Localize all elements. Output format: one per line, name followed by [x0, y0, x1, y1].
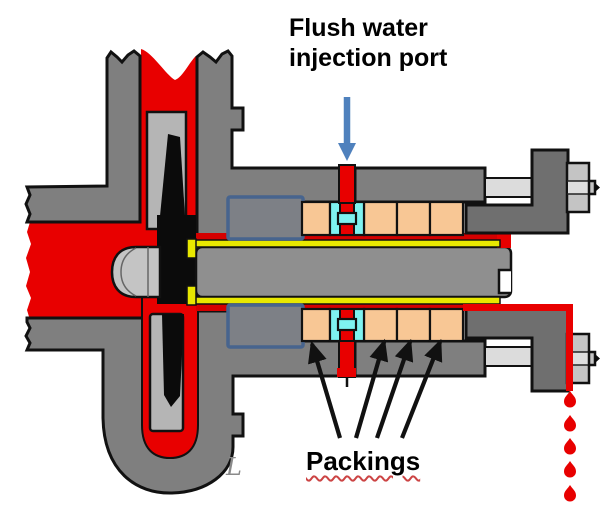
- leak-drop: [564, 485, 576, 502]
- leakage-drops: [564, 391, 576, 502]
- shaft-sleeve: [186, 238, 501, 306]
- leak-drop: [564, 438, 576, 455]
- impeller-nut: [110, 245, 162, 299]
- watermark-l: L: [226, 453, 242, 481]
- lantern-ring-bottom: [328, 307, 366, 343]
- packings-arrows: [308, 338, 443, 439]
- impeller-vane-bottom: [162, 314, 184, 407]
- shaft-end-notch: [497, 268, 511, 295]
- impeller-vane-top: [160, 134, 185, 216]
- leak-drop: [564, 391, 576, 408]
- packing-ring: [300, 200, 332, 237]
- packing-ring: [362, 200, 399, 237]
- gland-nut-top: [565, 161, 600, 214]
- impeller: [157, 134, 196, 407]
- shaft: [194, 245, 513, 299]
- packings-arrow: [353, 338, 389, 439]
- leak-drop: [564, 415, 576, 432]
- flush-port-drain: [337, 368, 356, 377]
- packing-ring: [395, 307, 432, 343]
- packing-ring: [300, 307, 332, 343]
- leak-drop: [564, 461, 576, 478]
- leak-film-bottom: [196, 304, 500, 311]
- packing-rings-bottom: [300, 307, 465, 343]
- packing-ring: [395, 200, 432, 237]
- packings-arrow: [308, 340, 343, 439]
- throat-bushing-highlight-bottom: [226, 303, 305, 349]
- packing-ring: [428, 307, 465, 343]
- flush-port-arrow: [338, 97, 356, 161]
- packing-ring: [362, 307, 399, 343]
- throat-bushing-highlight-top: [226, 195, 305, 241]
- flush-port-label: Flush water injection port: [289, 14, 448, 72]
- packing-ring: [428, 200, 465, 237]
- packings-arrow: [400, 338, 443, 439]
- packings-arrow: [375, 338, 414, 439]
- leakage-path: [463, 304, 573, 391]
- leak-film-top: [196, 233, 499, 240]
- packings-label: Packings: [306, 446, 421, 476]
- stuffing-box-housing-top-right: [353, 166, 487, 204]
- casing-front-wall: [24, 49, 142, 224]
- lantern-ring-top: [328, 200, 366, 237]
- packing-rings-top: [300, 200, 465, 237]
- flush-injection-port-top: [338, 164, 356, 204]
- gland-follower-top: [464, 148, 570, 235]
